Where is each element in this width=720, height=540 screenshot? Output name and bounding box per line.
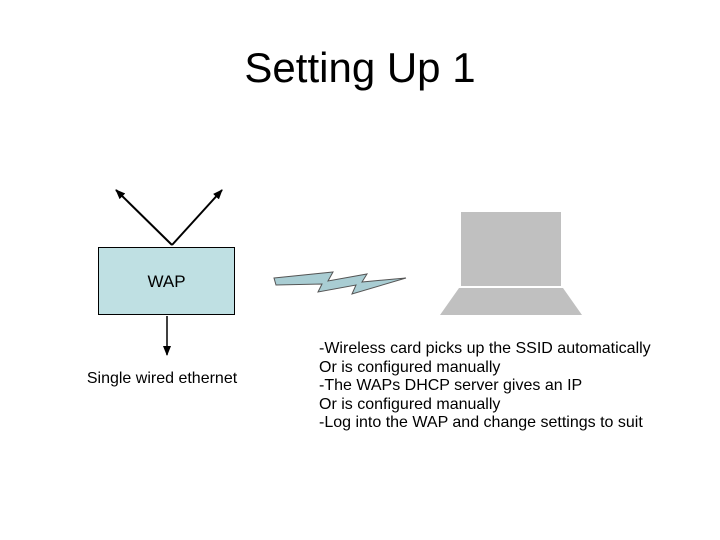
antenna-right-arrow: [171, 189, 223, 246]
slide-title: Setting Up 1: [244, 44, 476, 91]
setup-notes: -Wireless card picks up the SSID automat…: [319, 340, 714, 433]
wap-box: WAP: [98, 247, 235, 315]
wap-label: WAP: [147, 272, 186, 291]
laptop-icon: [440, 212, 582, 315]
note-line: -Log into the WAP and change settings to…: [319, 414, 643, 431]
wireless-link-icon: [273, 271, 407, 295]
note-line: -Wireless card picks up the SSID automat…: [319, 340, 651, 357]
ethernet-label: Single wired ethernet: [86, 370, 238, 387]
note-line: Or is configured manually: [319, 395, 501, 413]
note-line: Or is configured manually: [319, 358, 501, 376]
antenna-left-arrow: [115, 189, 173, 246]
note-line: -The WAPs DHCP server gives an IP: [319, 377, 583, 394]
